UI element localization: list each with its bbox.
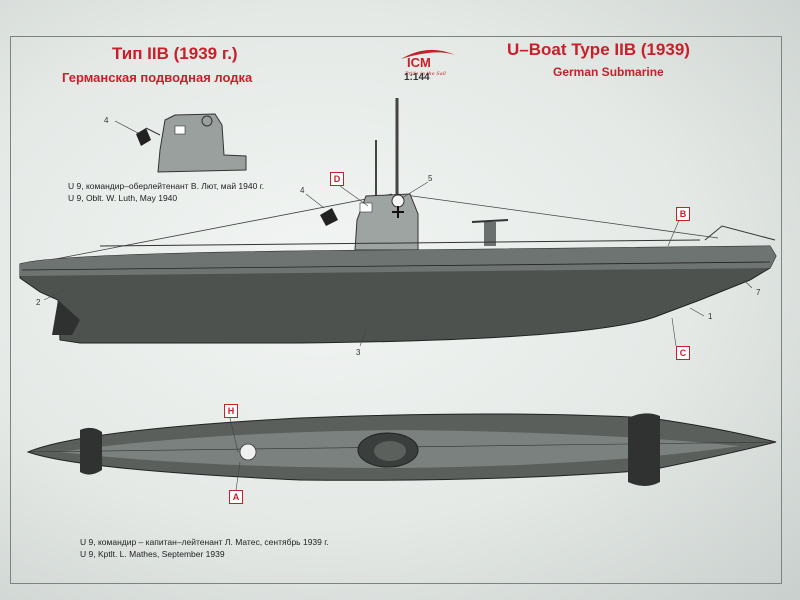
top-plan-drawing — [26, 413, 777, 491]
caption-side-ru: U 9, командир–оберлейтенант В. Лют, май … — [68, 181, 265, 191]
sheet-border — [10, 36, 782, 584]
side-profile-drawing — [19, 98, 777, 344]
logo-tagline: Pride in the Sail — [404, 71, 446, 77]
caption-side-en: U 9, Oblt. W. Luth, May 1940 — [68, 193, 178, 203]
callout-tag-b: B — [676, 207, 690, 221]
caption-top-en: U 9, Kptlt. L. Mathes, September 1939 — [80, 549, 225, 559]
caption-top-ru: U 9, командир – капитан–лейтенант Л. Мат… — [80, 537, 329, 547]
callout-tag-d: D — [330, 172, 344, 186]
callout-tag-h: H — [224, 404, 238, 418]
scale-label: 1:144 — [404, 72, 430, 83]
tower-detail — [114, 113, 247, 173]
subtitle-en: German Submarine — [553, 65, 664, 79]
title-en: U–Boat Type IIB (1939) — [507, 40, 690, 59]
callout-tag-c: C — [676, 346, 690, 360]
callout-number-5: 5 — [428, 174, 433, 183]
subtitle-ru: Германская подводная лодка — [62, 70, 253, 85]
leader-lines — [43, 181, 753, 347]
logo-text: ICM — [407, 55, 431, 70]
callout-number-4-detail: 4 — [104, 116, 109, 125]
callout-number-2: 2 — [36, 298, 41, 307]
callout-number-1: 1 — [708, 312, 713, 321]
icm-logo: ICM Pride in the Sail — [401, 49, 455, 77]
callout-tag-a: A — [229, 490, 243, 504]
callout-number-7: 7 — [756, 288, 761, 297]
callout-number-3: 3 — [356, 348, 361, 357]
title-ru: Тип IIB (1939 г.) — [112, 44, 238, 63]
callout-number-4-profile: 4 — [300, 186, 305, 195]
